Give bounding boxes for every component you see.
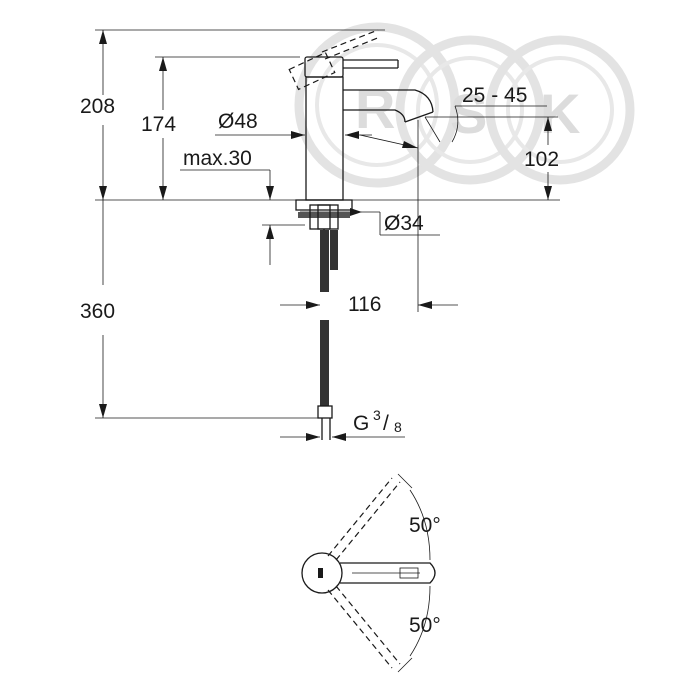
faucet-top-view (301, 473, 436, 673)
thread-numerator: 3 (373, 407, 381, 423)
faucet-side-view (288, 29, 434, 440)
dim-lever-angle-up: 50° (409, 514, 441, 537)
watermark: R S K (294, 22, 635, 188)
dimension-lines (95, 29, 560, 441)
watermark-letter-s: S (450, 82, 487, 145)
dim-thread: G 3 / 8 (353, 407, 402, 435)
dim-hole-diameter: Ø34 (384, 212, 424, 235)
thread-denominator: 8 (394, 419, 402, 435)
dim-total-length: 360 (80, 300, 115, 323)
dim-lever-angle-down: 50° (409, 614, 441, 637)
thread-slash: / (383, 412, 389, 435)
dim-spout-angle: 25 - 45 (462, 84, 527, 107)
dim-total-height: 208 (80, 95, 115, 118)
dim-projection: 116 (348, 293, 381, 316)
dim-body-diameter: Ø48 (218, 110, 258, 133)
thread-main: G (353, 412, 369, 435)
watermark-letter-r: R (355, 77, 395, 140)
dim-spout-height: 102 (524, 148, 559, 171)
dim-deck-thickness: max.30 (183, 147, 252, 170)
dim-body-height: 174 (141, 113, 176, 136)
watermark-letter-k: K (540, 82, 580, 145)
